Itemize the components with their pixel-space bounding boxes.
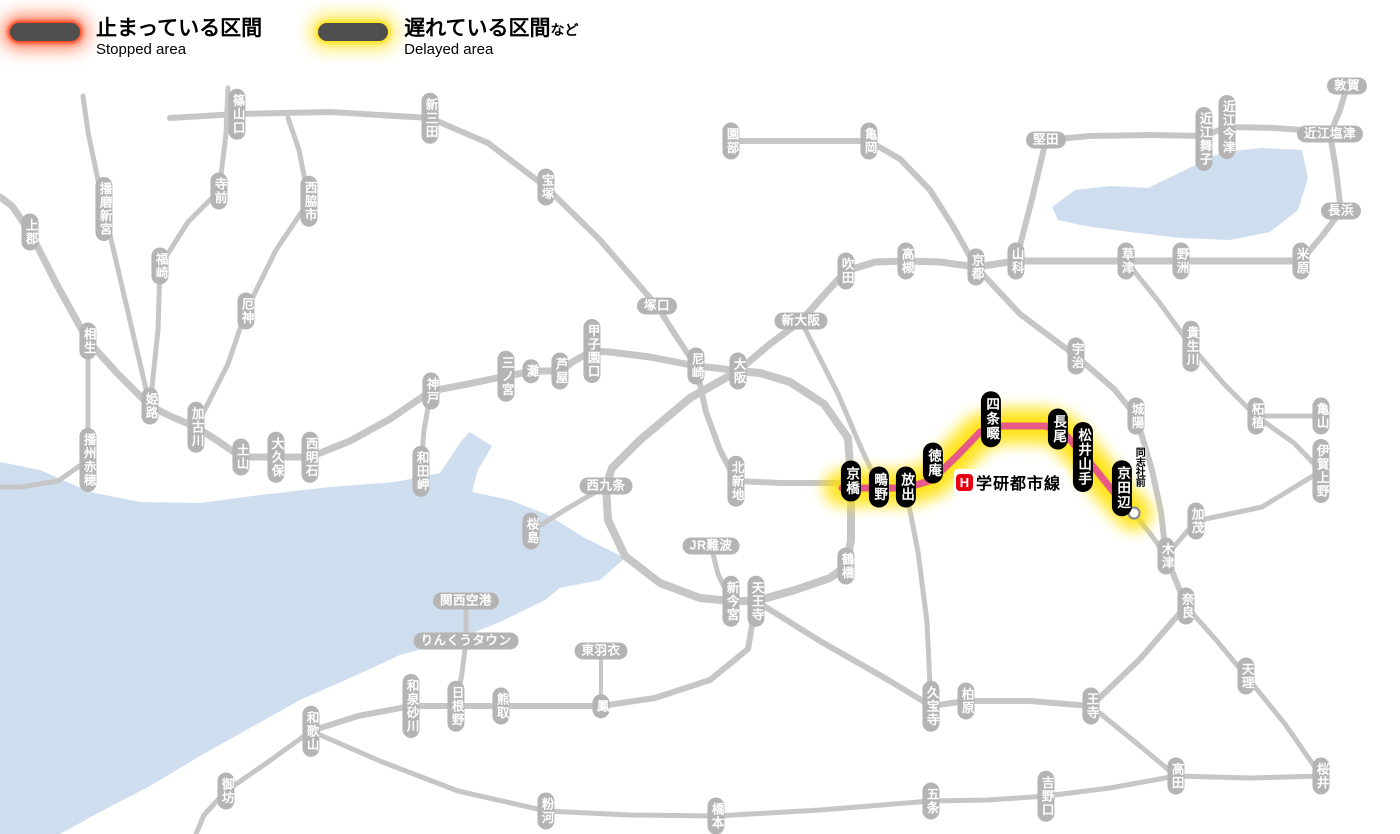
legend-delayed-label-suffix: など	[550, 22, 579, 38]
rail-line-fukuchiyama-line	[167, 109, 699, 369]
legend: 止まっている区間 Stopped area 遅れている区間など Delayed …	[10, 16, 578, 59]
legend-delayed-label-main: 遅れている区間	[404, 17, 551, 40]
rail-line-sakurai-line	[1173, 603, 1324, 781]
legend-delayed: 遅れている区間など Delayed area	[318, 16, 578, 59]
line-code-icon: H	[955, 473, 973, 491]
legend-stopped-sublabel: Stopped area	[96, 41, 187, 59]
rail-line-nara-line	[973, 264, 1169, 559]
legend-stopped-label: 止まっている区間	[96, 17, 263, 40]
line-name-label: 学研都市線	[975, 476, 1062, 493]
rail-line-wadamisaki-line	[418, 388, 434, 474]
rail-line-hanwa-line	[308, 598, 759, 734]
legend-delayed-sublabel: Delayed area	[404, 41, 494, 59]
rail-line-yamatoji-line	[753, 553, 1189, 709]
rail-line-kakogawa-line	[193, 115, 312, 430]
rail-line-kansai-main-line	[1163, 413, 1324, 559]
gakkentoshi-line-badge: H 学研都市線	[953, 469, 1067, 495]
water-body	[1052, 148, 1308, 240]
rail-line-kishin-line	[80, 93, 153, 409]
rail-line-kyoto-line	[734, 257, 980, 375]
rail-line-kosei-line	[1013, 124, 1333, 264]
rail-line-wakayama-line	[308, 703, 1179, 819]
rail-line-hokuriku-line	[1298, 83, 1350, 264]
rail-line-sanin-line	[728, 138, 979, 270]
rail-line-osaka-higashi-line-north	[798, 318, 879, 483]
rail-line-namba-branch	[708, 543, 734, 604]
delayed-line-sample-icon	[318, 23, 389, 41]
rail-line-bantan-line	[147, 85, 231, 409]
rail-line-yumesaki-line	[528, 483, 609, 534]
legend-stopped: 止まっている区間 Stopped area	[10, 16, 262, 59]
water-body	[0, 432, 625, 834]
line-terminus-icon	[1127, 506, 1141, 520]
legend-stopped-texts: 止まっている区間 Stopped area	[96, 16, 262, 59]
rail-line-ako-line	[0, 338, 91, 490]
rail-line-osaka-higashi-line-south	[903, 487, 934, 709]
stopped-line-sample-icon	[10, 23, 80, 41]
rail-line-kusatsu-line	[1123, 258, 1259, 419]
legend-delayed-texts: 遅れている区間など Delayed area	[404, 16, 578, 59]
rail-line-biwako-line	[972, 257, 1305, 271]
legend-delayed-label: 遅れている区間など	[404, 16, 578, 41]
